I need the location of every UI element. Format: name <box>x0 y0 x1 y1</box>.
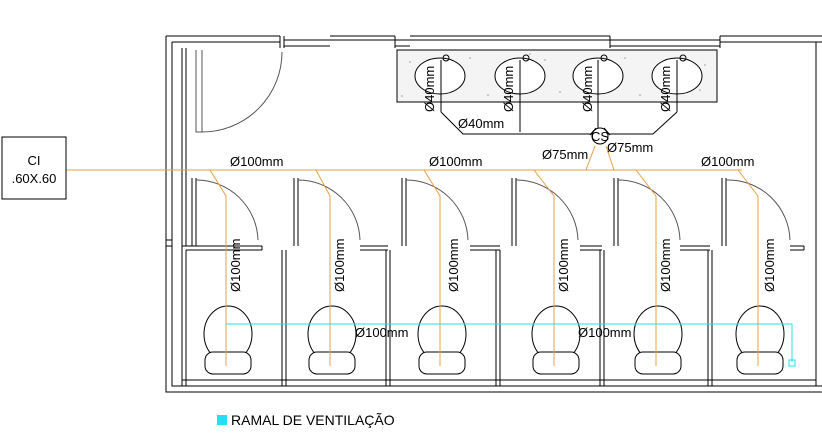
toilet-4-diameter-label: Ø100mm <box>556 239 571 292</box>
inspection-box: CI .60X.60 <box>1 136 67 200</box>
vent-legend-swatch <box>217 415 227 425</box>
toilets <box>203 305 785 375</box>
cs-symbol-label: CS <box>591 129 609 144</box>
sink-3-diameter-label: Ø40mm <box>580 66 595 112</box>
sink-counter <box>396 49 718 103</box>
vent-lines <box>226 323 796 367</box>
main-diameter-label-2: Ø100mm <box>429 154 482 169</box>
cs-right-diameter-label: Ø75mm <box>607 140 653 155</box>
stall-walls <box>181 178 816 386</box>
legend: RAMAL DE VENTILAÇÃO <box>217 411 395 429</box>
sink-1-diameter-label: Ø40mm <box>422 66 437 112</box>
inspection-box-label-2: .60X.60 <box>12 171 57 186</box>
cs-left-diameter-label: Ø75mm <box>542 147 588 162</box>
sink-collector-label: Ø40mm <box>458 116 504 131</box>
doors <box>195 50 791 241</box>
walls <box>165 35 822 393</box>
sink-4-diameter-label: Ø40mm <box>658 66 673 112</box>
toilet-1-diameter-label: Ø100mm <box>228 239 243 292</box>
toilet-6-diameter-label: Ø100mm <box>762 239 777 292</box>
vent-diameter-label-1: Ø100mm <box>355 325 408 340</box>
main-diameter-label-1: Ø100mm <box>230 154 283 169</box>
inspection-box-label-1: CI <box>28 153 41 168</box>
cs-symbol <box>591 127 609 145</box>
sink-2-diameter-label: Ø40mm <box>501 66 516 112</box>
vent-diameter-label-2: Ø100mm <box>578 325 631 340</box>
toilet-5-diameter-label: Ø100mm <box>658 239 673 292</box>
vent-legend-label: RAMAL DE VENTILAÇÃO <box>231 412 395 428</box>
toilet-2-diameter-label: Ø100mm <box>332 239 347 292</box>
sewer-lines <box>66 145 759 366</box>
pipe-labels: Ø40mm Ø40mm Ø40mm Ø40mm Ø40mm CS Ø75mm Ø… <box>228 66 777 340</box>
main-diameter-label-3: Ø100mm <box>701 154 754 169</box>
toilet-3-diameter-label: Ø100mm <box>446 239 461 292</box>
